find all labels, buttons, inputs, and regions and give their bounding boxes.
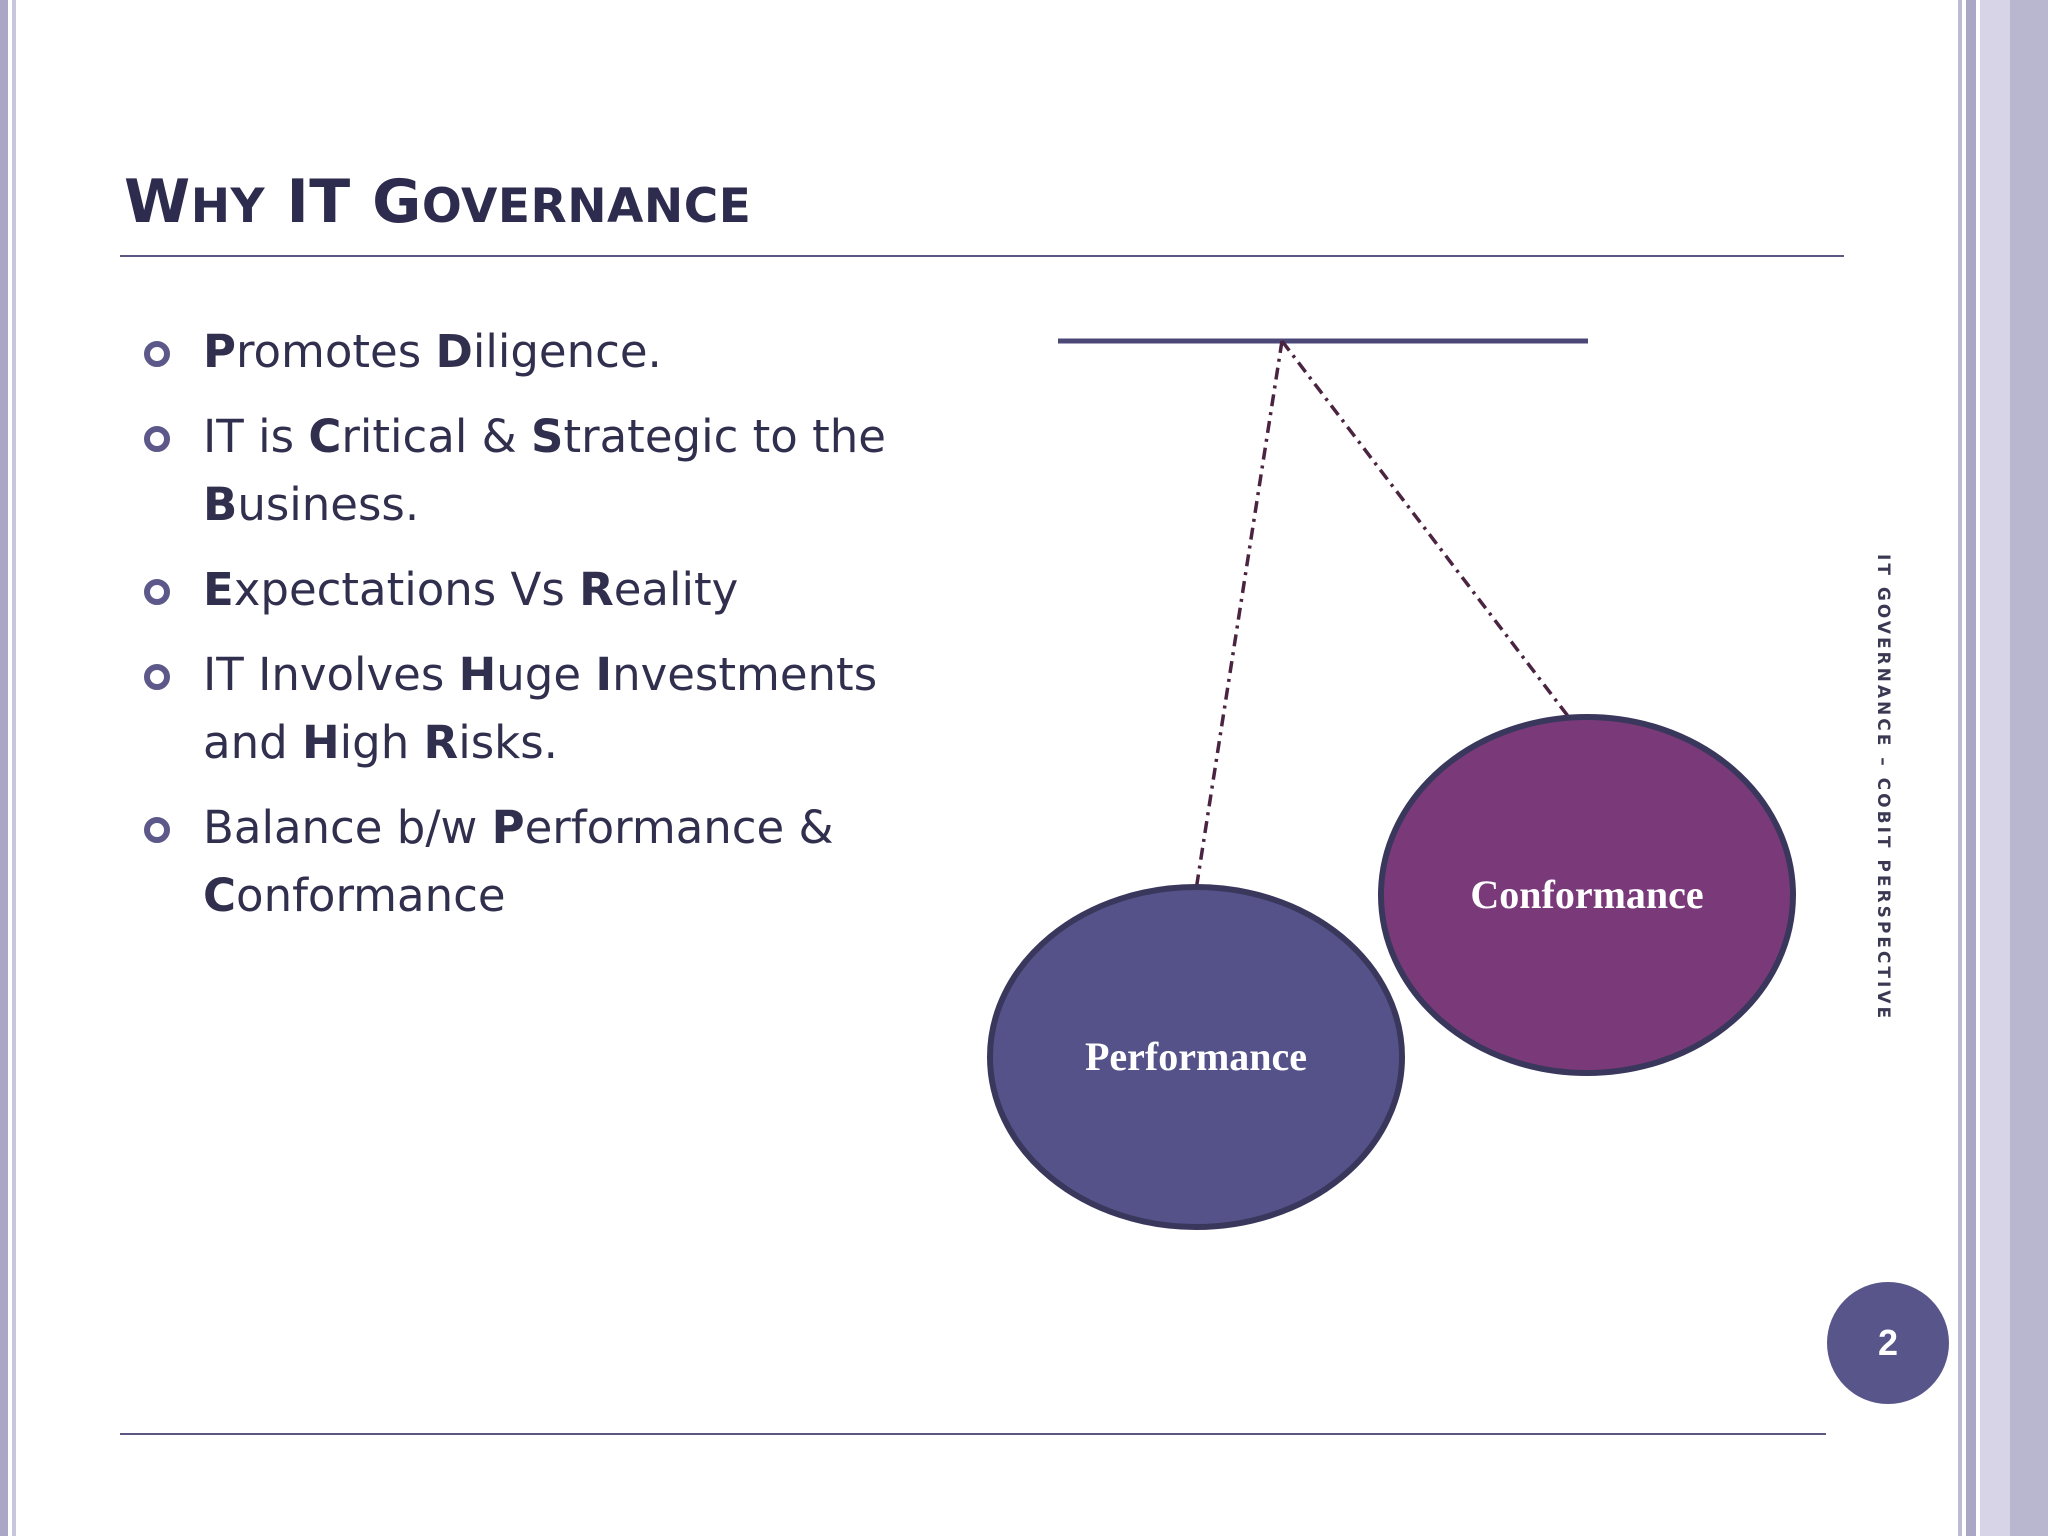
bullet-segment: trategic to the (563, 410, 886, 463)
conformance-label: Conformance (1470, 872, 1703, 917)
pendulum-diagram: Performance Conformance (987, 338, 1796, 1230)
title-part: IT G (265, 167, 422, 237)
bullet-initial: R (579, 563, 614, 616)
bullet-segment: xpectations Vs (233, 563, 580, 616)
bullet-segment: onformance (236, 869, 506, 922)
bullet-text: Expectations Vs Reality (203, 563, 738, 616)
bullet-initial: C (308, 410, 342, 463)
hollow-circle-bullet-icon (144, 579, 170, 605)
slide-title: WHY IT GOVERNANCE (124, 162, 751, 247)
bullet-item: IT is Critical & Strategic to the Busine… (140, 403, 940, 539)
right-border-outer (2010, 0, 2048, 1536)
bullet-segment: iligence. (472, 325, 662, 378)
bullet-initial: D (435, 325, 473, 378)
bullet-segment: IT is (203, 410, 309, 463)
right-border-band (1980, 0, 2010, 1536)
bullet-item: IT Involves Huge Investments and High Ri… (140, 641, 940, 777)
bullet-initial: R (423, 716, 459, 769)
title-part: W (124, 167, 191, 237)
bullet-initial: I (595, 648, 613, 701)
bullet-segment: erformance & (524, 801, 834, 854)
bullet-initial: P (491, 801, 525, 854)
bullet-initial: E (203, 563, 234, 616)
title-part: HY (190, 179, 266, 234)
bullet-text: Promotes Diligence. (203, 325, 662, 378)
bullet-initial: H (301, 716, 340, 769)
footer-divider (120, 1433, 1826, 1435)
bullet-segment: IT Involves (203, 648, 459, 701)
bullet-item: Expectations Vs Reality (140, 556, 940, 624)
hollow-circle-bullet-icon (144, 341, 170, 367)
title-part: OVERNANCE (421, 179, 752, 234)
bullet-initial: P (203, 325, 236, 378)
title-divider (120, 255, 1844, 257)
bullet-list: Promotes Diligence. IT is Critical & Stra… (140, 318, 940, 947)
pendulum-string-right (1280, 339, 1608, 768)
bullet-text: Balance b/w Performance & Conformance (203, 801, 834, 922)
bullet-initial: S (531, 410, 564, 463)
page-number-badge: 2 (1827, 1282, 1949, 1404)
right-border-stripe (1966, 0, 1976, 1536)
bullet-initial: C (203, 869, 237, 922)
hollow-circle-bullet-icon (144, 426, 170, 452)
bullet-initial: H (458, 648, 497, 701)
side-caption: IT GOVERNANCE – COBIT PERSPECTIVE (1873, 554, 1893, 1022)
left-border-inner (12, 0, 16, 1536)
bullet-segment: romotes (235, 325, 436, 378)
bullet-item: Promotes Diligence. (140, 318, 940, 386)
bullet-text: IT Involves Huge Investments and High Ri… (203, 648, 877, 769)
performance-ball (987, 884, 1405, 1230)
pendulum-string-left (1194, 340, 1284, 891)
conformance-ball (1378, 714, 1796, 1076)
bullet-segment: usiness. (237, 478, 420, 531)
bullet-segment: ritical & (341, 410, 532, 463)
hollow-circle-bullet-icon (144, 664, 170, 690)
bullet-text: IT is Critical & Strategic to the Busine… (203, 410, 886, 531)
bullet-segment: isks. (458, 716, 558, 769)
bullet-segment: eality (613, 563, 739, 616)
bullet-segment: nvestments and (203, 648, 878, 769)
bullet-segment: Balance b/w (203, 801, 492, 854)
bullet-segment: uge (496, 648, 596, 701)
left-border (0, 0, 8, 1536)
right-border-line (1958, 0, 1962, 1536)
bullet-item: Balance b/w Performance & Conformance (140, 794, 940, 930)
bullet-initial: B (203, 478, 238, 531)
hollow-circle-bullet-icon (144, 817, 170, 843)
bullet-segment: igh (339, 716, 424, 769)
performance-label: Performance (1085, 1034, 1307, 1079)
